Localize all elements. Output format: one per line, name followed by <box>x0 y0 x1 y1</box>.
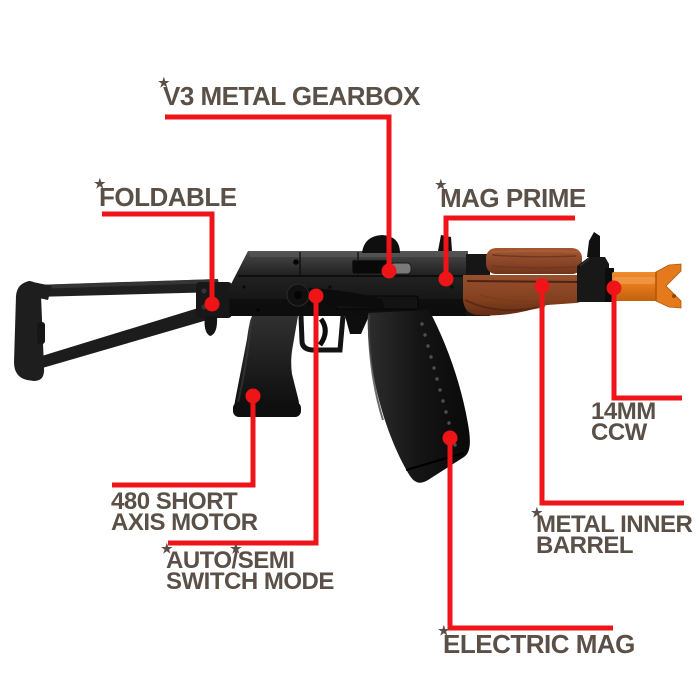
upper-handguard-highlight <box>490 250 580 253</box>
front-end <box>577 232 682 309</box>
front-sight-highlight <box>579 258 590 267</box>
muzzle-hole <box>672 294 676 298</box>
stock-butt-bar <box>14 281 45 381</box>
lower-handguard-grain <box>479 294 541 303</box>
callout-line-motor <box>112 396 256 488</box>
upper-handguard-grain <box>491 254 577 269</box>
callout-line-gearbox <box>165 114 392 271</box>
callout-dot-electric-mag <box>442 430 458 446</box>
star-icon: ★ <box>161 541 173 556</box>
callout-dot-mag-prime <box>438 271 454 287</box>
label-foldable: ★ FOLDABLE <box>94 177 237 212</box>
magazine-body <box>367 310 470 483</box>
lower-handguard <box>463 275 585 316</box>
star-icon: ★ <box>531 505 543 520</box>
mag-release <box>345 316 369 334</box>
label-text: ELECTRIC MAG <box>443 629 635 659</box>
grip-highlight <box>237 319 252 403</box>
magazine-floorplate-line <box>405 452 465 471</box>
label-text-line2: BARREL <box>536 532 634 559</box>
label-text: V3 METAL GEARBOX <box>163 81 420 111</box>
callout-line-mag-prime <box>443 215 575 279</box>
handguard <box>463 248 585 316</box>
callout-line-foldable <box>102 211 215 304</box>
callout-dot-gearbox <box>381 263 397 279</box>
callout-dot-motor <box>245 388 261 404</box>
hinge-pin <box>201 288 207 294</box>
callout-line-electric-mag <box>447 438 613 631</box>
callout-line-barrel <box>539 286 684 506</box>
label-text: FOLDABLE <box>99 182 237 212</box>
lower-handguard-groove <box>466 280 581 283</box>
pistol-grip <box>234 316 299 415</box>
callout-dots <box>204 263 622 446</box>
rivet <box>242 285 246 289</box>
rivet <box>450 285 454 289</box>
star-icon: ★ <box>149 492 159 504</box>
star-icon: ★ <box>94 176 106 191</box>
lower-handguard-shadow <box>464 299 546 312</box>
star-icon: ★ <box>435 177 447 192</box>
label-text-line1: 14MM <box>591 398 656 425</box>
label-auto-semi-switch-mode: ★ ★ AUTO/SEMI SWITCH MODE <box>161 542 334 595</box>
label-text-line1: 480 SHORT <box>111 488 238 515</box>
callout-lines <box>102 114 684 631</box>
star-icon: ★ <box>158 75 170 90</box>
label-metal-inner-barrel: ★ METAL INNER BARREL <box>531 506 693 559</box>
callout-line-ccw <box>611 288 682 401</box>
selector-pivot-center <box>294 291 302 299</box>
magazine <box>367 310 470 483</box>
rear-sight <box>362 235 400 253</box>
stock-butt-corner <box>28 281 52 300</box>
stock-top-strut-highlight <box>34 279 218 289</box>
label-text-line1: AUTO/SEMI <box>166 547 295 574</box>
trigger <box>317 317 328 347</box>
star-icon: ★ <box>438 623 450 638</box>
callout-line-switch <box>168 296 319 546</box>
trigger-guard <box>298 315 346 353</box>
orange-flash-hider-tip <box>655 263 682 309</box>
rivet <box>328 285 332 289</box>
callout-dot-switch <box>308 288 324 304</box>
front-sight-block <box>577 257 609 302</box>
folding-stock <box>14 279 232 381</box>
callout-dot-ccw <box>606 280 622 296</box>
grip-base <box>233 402 301 417</box>
label-electric-mag: ★ ELECTRIC MAG <box>438 624 635 659</box>
orange-muzzle-highlight <box>613 277 656 284</box>
star-icon: ★ <box>230 541 242 556</box>
callout-dot-foldable <box>204 296 220 312</box>
label-text-line2: SWITCH MODE <box>166 568 334 595</box>
label-480-short-axis-motor: ★ 480 SHORT AXIS MOTOR <box>111 488 258 536</box>
front-sight-post <box>587 232 600 257</box>
label-text-line2: AXIS MOTOR <box>111 509 258 536</box>
label-text-line2: CCW <box>591 419 647 446</box>
sling-swivel <box>204 316 218 336</box>
stock-sling-tab <box>37 322 45 344</box>
label-14mm-ccw: 14MM CCW <box>591 398 656 446</box>
label-mag-prime: ★ MAG PRIME <box>435 178 586 213</box>
magazine-front-highlight <box>367 314 384 421</box>
stock-bottom-strut <box>19 301 228 371</box>
label-text-line1: METAL INNER <box>536 511 693 538</box>
rivet <box>256 308 260 312</box>
pivot-pin <box>293 259 299 265</box>
label-text: MAG PRIME <box>440 183 586 213</box>
label-v3-metal-gearbox: ★ V3 METAL GEARBOX <box>158 76 420 111</box>
callout-dot-barrel <box>534 278 550 294</box>
